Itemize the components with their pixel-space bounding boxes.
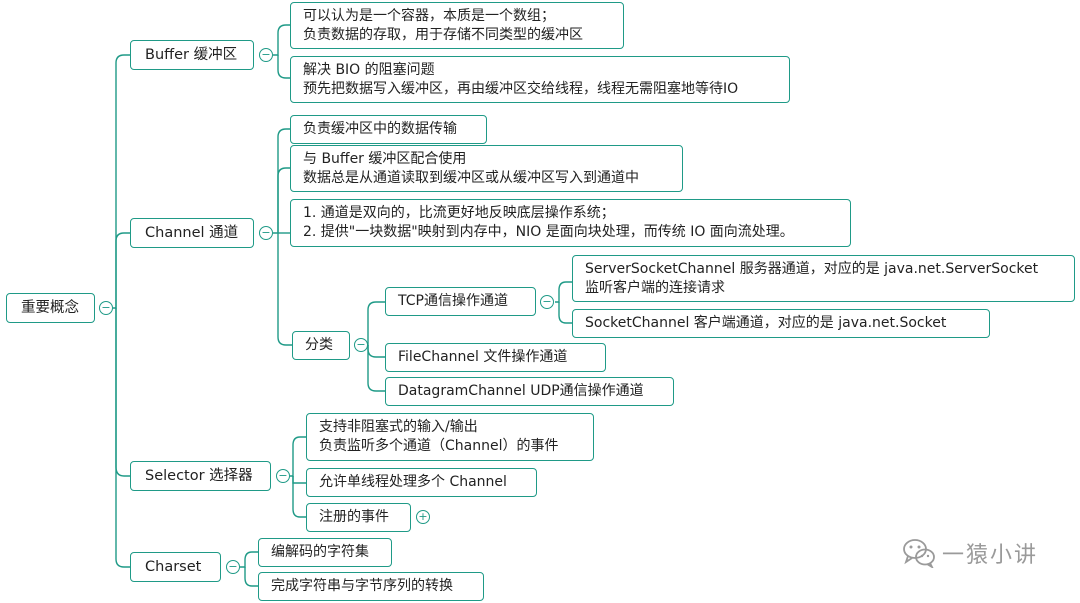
- selector-label: Selector 选择器: [145, 467, 253, 484]
- tcp-child-socket[interactable]: SocketChannel 客户端通道，对应的是 java.net.Socket: [572, 309, 990, 338]
- tcp-label: TCP通信操作通道: [398, 293, 508, 309]
- channel-child-1[interactable]: 负责缓冲区中的数据传输: [290, 115, 487, 144]
- collapse-toggle-buffer[interactable]: −: [259, 48, 273, 62]
- watermark-text: 一猿小讲: [942, 543, 1039, 568]
- collapse-toggle-category[interactable]: −: [354, 338, 368, 352]
- expand-toggle-registered-events[interactable]: +: [416, 510, 430, 524]
- collapse-toggle-selector[interactable]: −: [276, 469, 290, 483]
- selector-child-2[interactable]: 允许单线程处理多个 Channel: [306, 468, 537, 497]
- channel-child-3-line-2: 2. 提供"一块数据"映射到内存中，NIO 是面向块处理，而传统 IO 面向流处…: [303, 224, 794, 240]
- buffer-child-1-line-1: 可以认为是一个容器，本质是一个数组；: [303, 7, 555, 24]
- datagram-channel-label: DatagramChannel UDP通信操作通道: [398, 383, 644, 399]
- node-charset[interactable]: Charset: [130, 552, 221, 582]
- collapse-toggle-root[interactable]: −: [99, 301, 113, 315]
- collapse-toggle-tcp[interactable]: −: [540, 295, 554, 309]
- charset-child-1[interactable]: 编解码的字符集: [258, 538, 392, 567]
- node-tcp[interactable]: TCP通信操作通道: [385, 287, 536, 316]
- charset-child-1-line-1: 编解码的字符集: [271, 544, 369, 560]
- selector-child-1-line-2: 负责监听多个通道（Channel）的事件: [319, 438, 559, 454]
- channel-label: Channel 通道: [145, 224, 239, 241]
- root-node[interactable]: 重要概念: [6, 293, 95, 323]
- charset-child-2[interactable]: 完成字符串与字节序列的转换: [258, 572, 484, 601]
- file-channel-label: FileChannel 文件操作通道: [398, 349, 568, 365]
- buffer-child-1[interactable]: 可以认为是一个容器，本质是一个数组； 负责数据的存取，用于存储不同类型的缓冲区: [290, 2, 624, 49]
- channel-child-3[interactable]: 1. 通道是双向的，比流更好地反映底层操作系统； 2. 提供"一块数据"映射到内…: [290, 199, 851, 247]
- watermark: 一猿小讲: [902, 537, 1038, 569]
- selector-child-1[interactable]: 支持非阻塞式的输入/输出 负责监听多个通道（Channel）的事件: [306, 413, 594, 461]
- selector-child-3[interactable]: 注册的事件: [306, 503, 411, 532]
- buffer-label: Buffer 缓冲区: [145, 46, 238, 63]
- buffer-child-1-line-2: 负责数据的存取，用于存储不同类型的缓冲区: [303, 26, 583, 43]
- tcp-child-server-socket[interactable]: ServerSocketChannel 服务器通道，对应的是 java.net.…: [572, 255, 1075, 302]
- selector-child-2-line-1: 允许单线程处理多个 Channel: [319, 474, 507, 490]
- channel-child-1-line-1: 负责缓冲区中的数据传输: [303, 121, 457, 137]
- node-selector[interactable]: Selector 选择器: [130, 461, 271, 491]
- node-category[interactable]: 分类: [292, 331, 350, 360]
- node-datagram-channel[interactable]: DatagramChannel UDP通信操作通道: [385, 377, 674, 406]
- collapse-toggle-channel[interactable]: −: [259, 226, 273, 240]
- tcp-child-1-line-2: 监听客户端的连接请求: [585, 279, 725, 296]
- charset-child-2-line-1: 完成字符串与字节序列的转换: [271, 578, 453, 594]
- buffer-child-2-line-1: 解决 BIO 的阻塞问题: [303, 61, 435, 78]
- buffer-child-2-line-2: 预先把数据写入缓冲区，再由缓冲区交给线程，线程无需阻塞地等待IO: [303, 80, 739, 97]
- charset-label: Charset: [145, 558, 202, 575]
- category-label: 分类: [305, 337, 333, 353]
- tcp-child-2-line-1: SocketChannel 客户端通道，对应的是 java.net.Socket: [585, 315, 947, 331]
- root-label: 重要概念: [21, 299, 79, 316]
- channel-child-2-line-1: 与 Buffer 缓冲区配合使用: [303, 150, 467, 167]
- selector-child-1-line-1: 支持非阻塞式的输入/输出: [319, 419, 478, 435]
- tcp-child-1-line-1: ServerSocketChannel 服务器通道，对应的是 java.net.…: [585, 260, 1039, 277]
- node-buffer[interactable]: Buffer 缓冲区: [130, 40, 254, 70]
- channel-child-3-line-1: 1. 通道是双向的，比流更好地反映底层操作系统；: [303, 205, 615, 221]
- collapse-toggle-charset[interactable]: −: [226, 560, 240, 574]
- buffer-child-2[interactable]: 解决 BIO 的阻塞问题 预先把数据写入缓冲区，再由缓冲区交给线程，线程无需阻塞…: [290, 56, 790, 103]
- node-channel[interactable]: Channel 通道: [130, 218, 254, 248]
- channel-child-2[interactable]: 与 Buffer 缓冲区配合使用 数据总是从通道读取到缓冲区或从缓冲区写入到通道…: [290, 145, 683, 192]
- wechat-icon: [903, 539, 935, 568]
- node-file-channel[interactable]: FileChannel 文件操作通道: [385, 343, 606, 372]
- channel-child-2-line-2: 数据总是从通道读取到缓冲区或从缓冲区写入到通道中: [303, 169, 639, 186]
- selector-child-3-line-1: 注册的事件: [319, 509, 389, 525]
